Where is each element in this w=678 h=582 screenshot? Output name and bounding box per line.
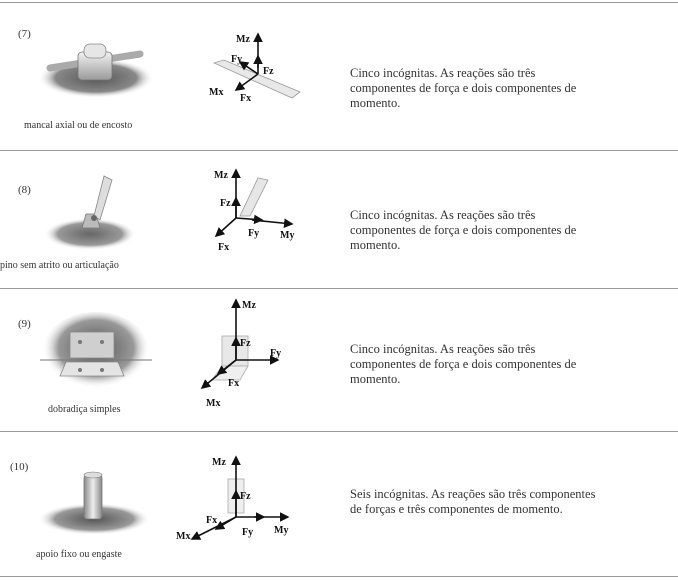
label-mz: Mz [214,170,228,181]
label-fx: Fx [240,93,251,104]
label-my: My [280,230,294,241]
label-fx: Fx [218,242,229,253]
hinge-photo [40,312,152,392]
fixed-support-diagram: Mz Fz Fx Fy Mx My [176,455,290,542]
bottom-rule [0,576,678,577]
divider-rule [0,431,678,432]
label-fx: Fx [206,515,217,526]
row-number: (7) [18,28,31,40]
support-caption: pino sem atrito ou articulação [0,260,119,271]
label-mx: Mx [209,87,223,98]
hinge-diagram: Mz Fz Fy Fx Mx [200,298,281,409]
support-caption: apoio fixo ou engaste [36,549,122,560]
divider-rule [0,150,678,151]
label-mz: Mz [212,457,226,468]
row-number: (10) [10,461,29,473]
force-y-arrow [238,61,259,75]
top-rule [0,2,678,3]
label-fy: Fy [270,348,281,359]
label-fy: Fy [248,228,259,239]
reaction-description: Cinco incógnitas. As reações são três co… [350,66,577,110]
support-row-8: (8) pino sem atrito ou articulação Mz Fz… [0,150,678,288]
divider-rule [0,288,678,289]
moment-x-arrow [234,73,259,91]
hinge-pin-diagram: Mz Fz Fx Fy My [214,168,294,253]
label-fz: Fz [263,66,274,77]
label-fy: Fy [231,54,242,65]
label-mz: Mz [242,300,256,311]
label-fy: Fy [242,527,253,538]
label-mx: Mx [176,531,190,542]
reaction-description: Seis incógnitas. As reações são três com… [350,487,596,516]
row-number: (8) [18,184,31,196]
fixed-support-photo [38,471,150,535]
label-my: My [274,525,288,536]
support-caption: mancal axial ou de encosto [24,120,133,131]
support-caption: dobradiça simples [48,404,121,415]
thrust-bearing-diagram: Mz Fy Fz Mx Fx [209,32,301,104]
support-row-10: (10) apoio fixo ou engaste Mz Fz Fx Fy M… [0,431,678,576]
label-fz: Fz [240,491,251,502]
label-fx: Fx [228,378,239,389]
label-mz: Mz [236,34,250,45]
row-number: (9) [18,318,31,330]
thrust-bearing-photo [38,43,154,98]
support-row-7: (7) mancal axial ou de encosto Mz Fy Fz … [0,0,678,150]
label-fz: Fz [220,198,231,209]
hinge-pin-photo [44,175,136,250]
reaction-description: Cinco incógnitas. As reações são três co… [350,208,577,252]
label-mx: Mx [206,398,220,409]
label-fz: Fz [240,338,251,349]
support-row-9: (9) dobradiça simples Mz Fz Fy Fx Mx Cin… [0,288,678,431]
reaction-description: Cinco incógnitas. As reações são três co… [350,342,577,386]
